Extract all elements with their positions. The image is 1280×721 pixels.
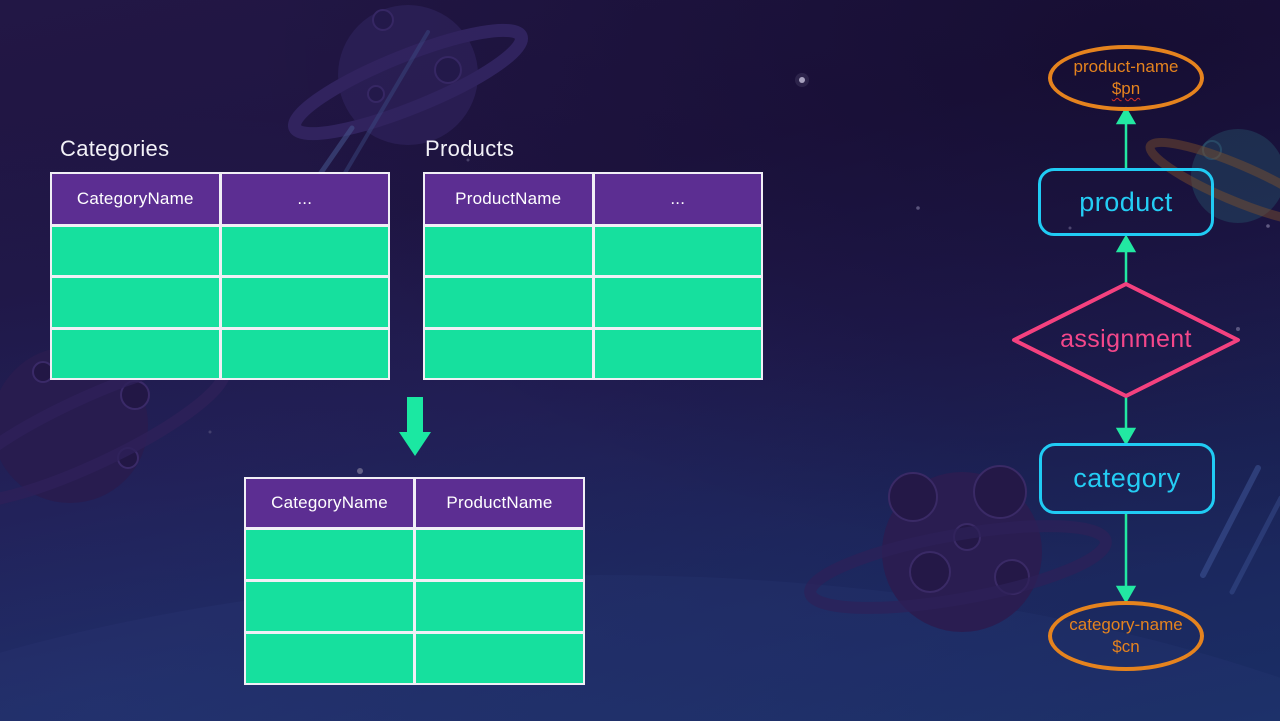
- assignment-diamond-label: assignment: [1060, 325, 1192, 353]
- category-node-label: category: [1073, 463, 1181, 493]
- empty-cell: [425, 329, 592, 378]
- empty-cell: [246, 634, 413, 683]
- result-table: CategoryName ProductName: [244, 477, 585, 685]
- empty-cell: [594, 278, 761, 327]
- empty-cell: [221, 278, 388, 327]
- empty-cell: [594, 329, 761, 378]
- saturn-planet-icon: [287, 5, 529, 145]
- empty-cell: [425, 278, 592, 327]
- categories-title: Categories: [60, 136, 170, 161]
- category-node: category: [1039, 443, 1215, 514]
- empty-cell: [594, 227, 761, 276]
- category-name-ellipse: category-name $cn: [1048, 601, 1204, 671]
- product-name-label: product-name: [1073, 56, 1179, 76]
- empty-cell: [52, 329, 219, 378]
- column-header: CategoryName: [52, 174, 219, 224]
- empty-cell: [416, 582, 583, 631]
- products-table: ProductName ...: [423, 172, 763, 380]
- product-name-variable: $pn: [1111, 79, 1141, 98]
- products-title: Products: [425, 136, 515, 161]
- column-header: ...: [221, 174, 388, 224]
- categories-table: CategoryName ...: [50, 172, 390, 380]
- empty-cell: [221, 227, 388, 276]
- column-header: ...: [594, 174, 761, 224]
- empty-cell: [416, 634, 583, 683]
- empty-cell: [416, 530, 583, 579]
- empty-cell: [52, 278, 219, 327]
- category-name-variable: $cn: [1112, 637, 1140, 656]
- empty-cell: [246, 582, 413, 631]
- empty-cell: [221, 329, 388, 378]
- product-node: product: [1038, 168, 1214, 236]
- category-name-label: category-name: [1069, 614, 1183, 634]
- column-header: ProductName: [416, 479, 583, 527]
- product-node-label: product: [1079, 186, 1173, 217]
- column-header: ProductName: [425, 174, 592, 224]
- empty-cell: [246, 530, 413, 579]
- column-header: CategoryName: [246, 479, 413, 527]
- empty-cell: [52, 227, 219, 276]
- empty-cell: [425, 227, 592, 276]
- product-name-ellipse: product-name $pn: [1048, 45, 1204, 111]
- join-arrow-icon: [399, 397, 431, 456]
